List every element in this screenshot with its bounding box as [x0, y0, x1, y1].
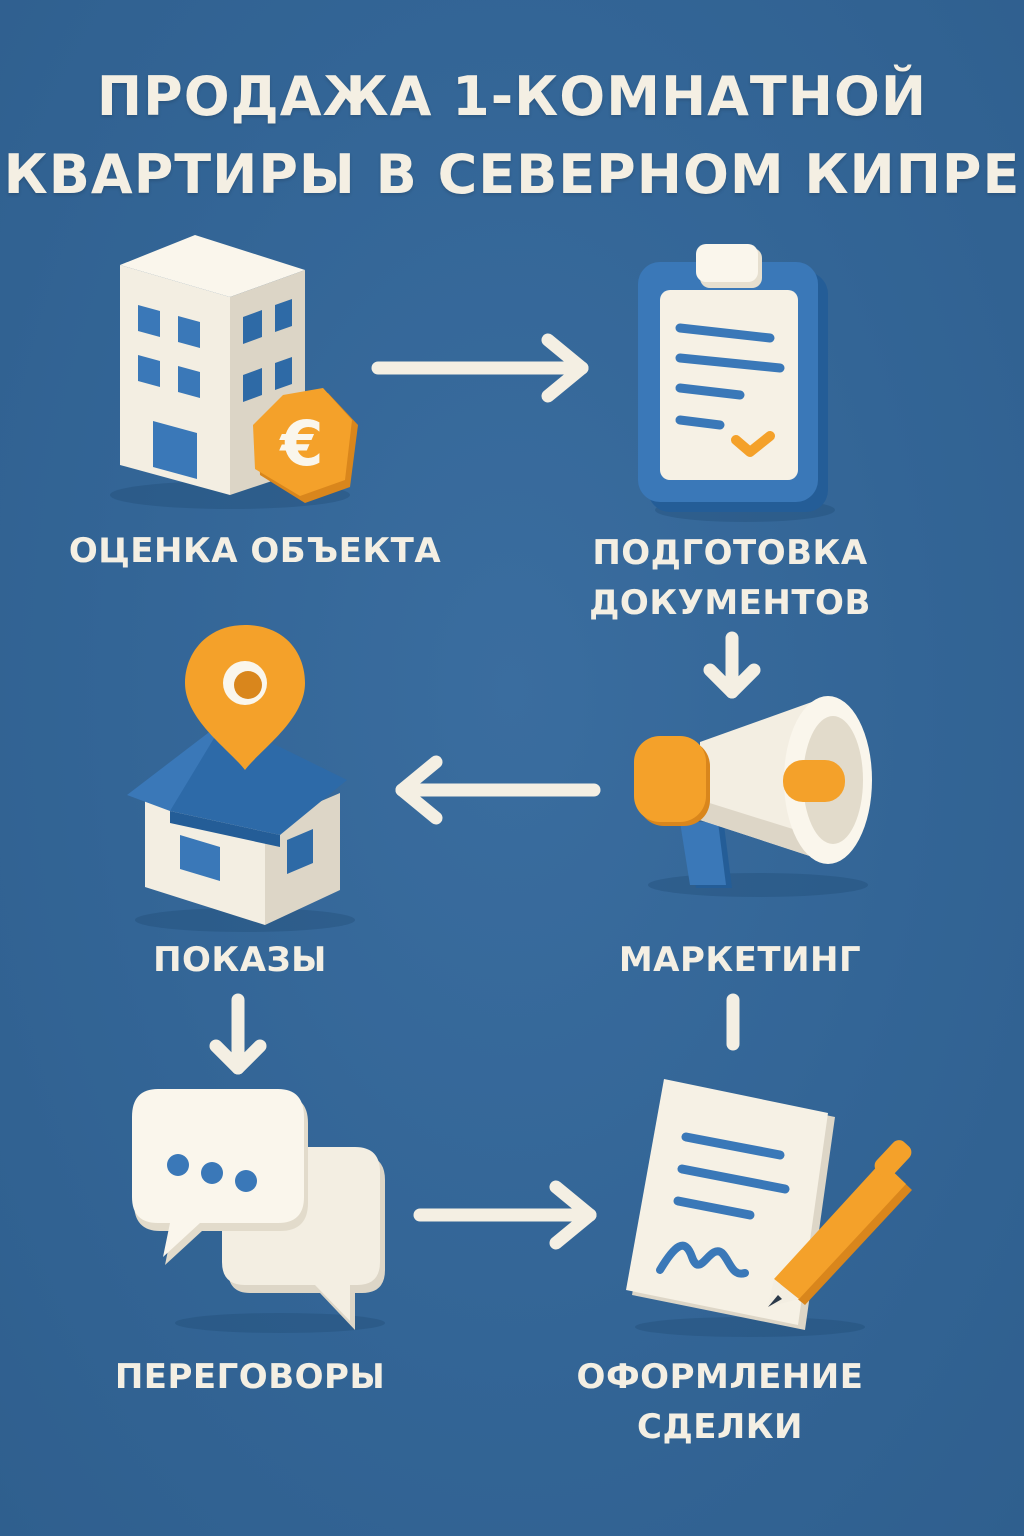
step-label-valuation: ОЦЕНКА ОБЪЕКТА	[60, 526, 450, 576]
megaphone-icon	[634, 696, 872, 897]
title-line-2: КВАРТИРЫ В СЕВЕРНОМ КИПРЕ	[3, 143, 1021, 206]
step-label-negotiations-line-1: ПЕРЕГОВОРЫ	[114, 1357, 386, 1397]
step-label-marketing-line-1: МАРКЕТИНГ	[618, 940, 862, 980]
title-line-1: ПРОДАЖА 1-КОМНАТНОЙ	[96, 65, 928, 128]
check-mark-icon	[731, 431, 775, 457]
house-pin-icon	[127, 625, 355, 932]
step-label-valuation-line-1: ОЦЕНКА ОБЪЕКТА	[68, 531, 442, 571]
step-label-documents-line-1: ПОДГОТОВКА	[592, 533, 868, 573]
step-label-showings: ПОКАЗЫ	[110, 935, 370, 985]
arrow-documents-to-marketing	[703, 631, 761, 699]
step-label-documents-line-2: ДОКУМЕНТОВ	[589, 583, 871, 623]
svg-text:€: €	[278, 407, 323, 480]
euro-tag: €	[253, 388, 358, 503]
arrow-marketing-to-showings	[395, 755, 601, 825]
location-pin-icon	[185, 625, 305, 770]
chat-bubbles-icon	[132, 1089, 385, 1333]
page-title: ПРОДАЖА 1-КОМНАТНОЙ КВАРТИРЫ В СЕВЕРНОМ …	[0, 58, 1024, 214]
arrow-valuation-to-documents	[371, 333, 589, 403]
step-label-closing: ОФОРМЛЕНИЕ СДЕЛКИ	[560, 1352, 880, 1452]
step-label-negotiations: ПЕРЕГОВОРЫ	[90, 1352, 410, 1402]
step-label-closing-line-2: СДЕЛКИ	[637, 1407, 803, 1447]
step-label-marketing: МАРКЕТИНГ	[590, 935, 890, 985]
building-euro-icon: €	[110, 235, 358, 509]
arrow-negotiations-to-closing	[413, 1180, 597, 1250]
contract-pen-icon	[626, 1079, 912, 1337]
step-label-documents: ПОДГОТОВКА ДОКУМЕНТОВ	[560, 528, 900, 628]
step-label-showings-line-1: ПОКАЗЫ	[153, 940, 327, 980]
clipboard-icon	[638, 244, 835, 522]
arrow-showings-to-negotiations	[209, 993, 267, 1075]
step-label-closing-line-1: ОФОРМЛЕНИЕ	[576, 1357, 864, 1397]
pen-icon	[768, 1140, 912, 1307]
